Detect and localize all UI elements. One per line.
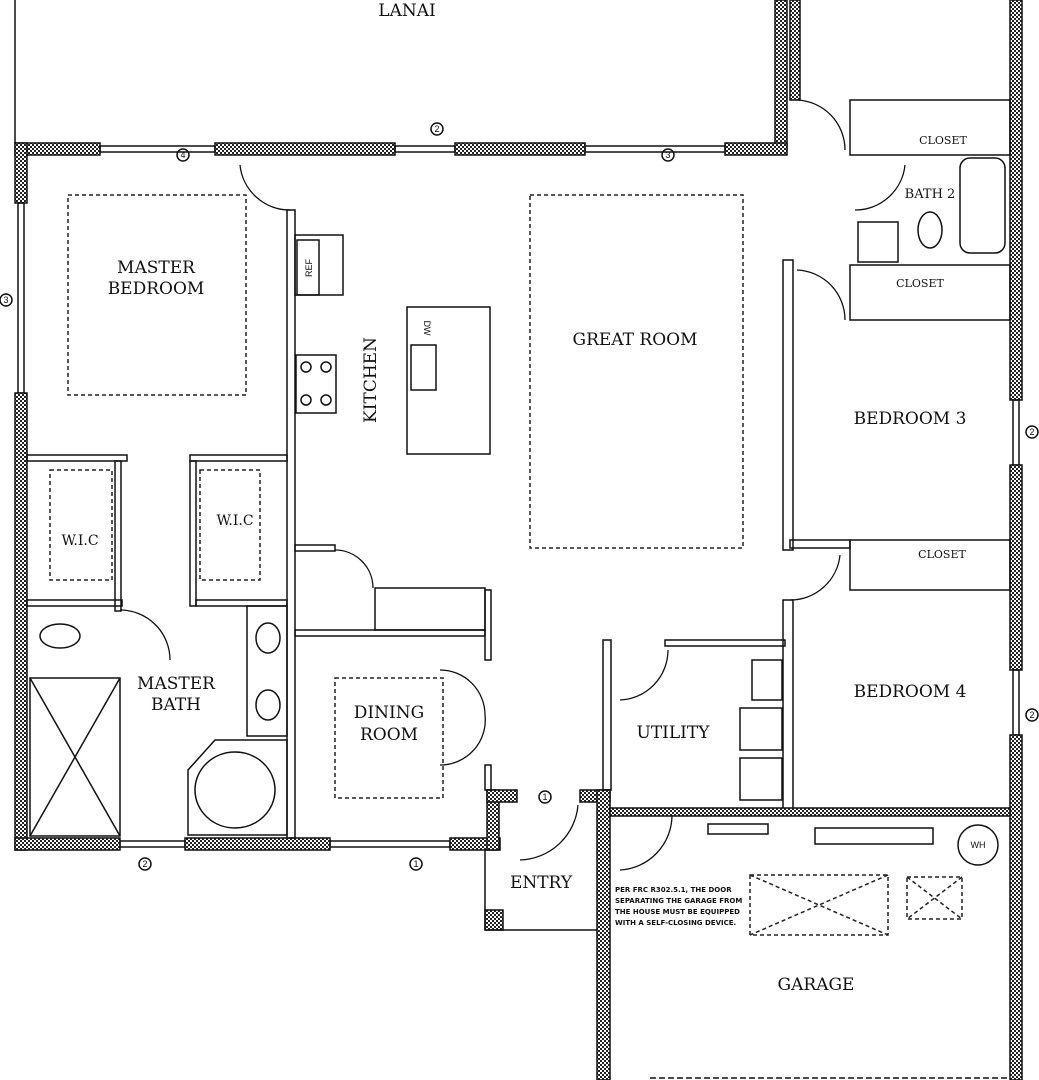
svg-text:PER FRC R302.5.1, THE DOOR: PER FRC R302.5.1, THE DOOR	[615, 886, 732, 894]
svg-text:3: 3	[665, 150, 670, 160]
window-tag: 1	[409, 857, 423, 871]
refrigerator-label: REF	[304, 258, 314, 277]
lanai-area: LANAI	[14, 0, 788, 151]
window-tag: 4	[176, 148, 190, 162]
ceiling-outlines	[49, 194, 963, 936]
toilet-icon	[917, 211, 943, 249]
svg-text:1: 1	[542, 792, 547, 802]
dryer-icon	[739, 757, 783, 801]
toilet-icon	[39, 623, 81, 649]
utility-sink-icon	[751, 659, 783, 701]
room-label-great-room: GREAT ROOM	[573, 330, 698, 350]
room-label-wic: W.I.C	[61, 533, 98, 549]
window-tag: 2	[138, 857, 152, 871]
room-labels: MASTER BEDROOM KITCHEN GREAT ROOM BATH 2…	[61, 134, 967, 995]
room-label-garage: GARAGE	[778, 975, 855, 995]
window-tag: 1	[538, 790, 552, 804]
room-label-bedroom-3: BEDROOM 3	[854, 409, 967, 429]
window-tag: 2	[1025, 425, 1039, 439]
shower-icon	[29, 677, 121, 837]
svg-text:SEPARATING THE GARAGE FROM: SEPARATING THE GARAGE FROM	[615, 897, 742, 905]
room-label-closet: CLOSET	[919, 134, 967, 147]
bathtub-icon	[187, 739, 288, 836]
room-label-master-bedroom: BEDROOM	[108, 279, 205, 299]
room-label-bedroom-4: BEDROOM 4	[854, 682, 967, 702]
window-tags: 2 4 3 3 2 2 2 1 1	[0, 122, 1039, 871]
exterior-walls	[14, 0, 1023, 1080]
room-label-master-bath: MASTER	[137, 674, 216, 694]
window-tag: 3	[0, 293, 13, 307]
kitchen-island	[406, 306, 491, 455]
svg-text:WITH A SELF-CLOSING DEVICE.: WITH A SELF-CLOSING DEVICE.	[615, 919, 736, 927]
garage-door-note: PER FRC R302.5.1, THE DOOR SEPARATING TH…	[615, 886, 742, 927]
fixtures: REF DW WH	[29, 157, 1006, 866]
room-label-dining-room: ROOM	[360, 725, 418, 745]
room-label-wic: W.I.C	[216, 513, 253, 529]
room-label-dining-room: DINING	[354, 703, 424, 723]
range-icon	[295, 354, 337, 414]
refrigerator	[296, 239, 320, 296]
sink-icon	[255, 689, 281, 721]
room-label-master-bath: BATH	[151, 695, 201, 715]
interior-walls	[26, 99, 1011, 839]
dishwasher-label: DW	[422, 321, 432, 336]
room-label-utility: UTILITY	[637, 723, 711, 743]
window-tag: 3	[661, 148, 675, 162]
water-heater-icon	[957, 824, 999, 866]
room-label-closet: CLOSET	[918, 548, 966, 561]
room-label-entry: ENTRY	[510, 873, 573, 893]
svg-text:1: 1	[413, 859, 418, 869]
water-heater-label: WH	[971, 840, 986, 850]
window-tag: 2	[1025, 708, 1039, 722]
door-swings	[119, 99, 906, 871]
sink-icon	[255, 622, 281, 654]
washer-icon	[739, 707, 783, 751]
svg-text:THE HOUSE MUST BE EQUIPPED: THE HOUSE MUST BE EQUIPPED	[615, 908, 740, 916]
svg-text:2: 2	[1029, 710, 1034, 720]
svg-text:3: 3	[3, 295, 8, 305]
room-label-kitchen: KITCHEN	[361, 337, 381, 423]
svg-text:2: 2	[434, 124, 439, 134]
sink-icon	[410, 344, 437, 391]
svg-text:2: 2	[142, 859, 147, 869]
window-tag: 2	[430, 122, 444, 136]
svg-text:2: 2	[1029, 427, 1034, 437]
bathtub-icon	[959, 157, 1006, 254]
room-label-master-bedroom: MASTER	[117, 258, 196, 278]
room-label-bath-2: BATH 2	[905, 187, 956, 202]
sink-icon	[857, 221, 899, 263]
room-label-closet: CLOSET	[896, 277, 944, 290]
room-label-lanai: LANAI	[378, 1, 435, 21]
svg-text:4: 4	[180, 150, 185, 160]
